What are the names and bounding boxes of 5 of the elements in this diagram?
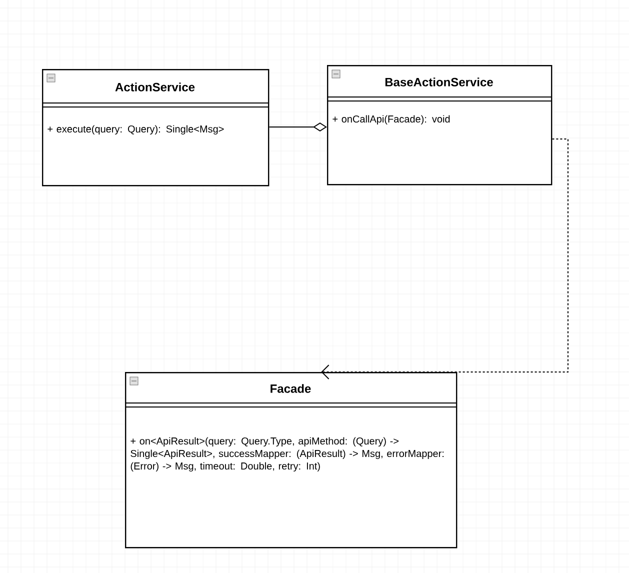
- class-box: Facade + on<ApiResult>(query: Query.Type, apiMethod: (Query) -> Single<ApiResult>, successMapper: (ApiResult) -> Msg, errorMapper: (Error) -> Msg, timeout: Double, retry: Int): [124, 372, 458, 548]
- connector: [321, 138, 568, 380]
- class-box: BaseActionService + onCallApi(Facade): void: [326, 65, 552, 186]
- class-box: ActionService + execute(query: Query): Single<Msg>: [42, 69, 270, 186]
- connector: [268, 122, 327, 132]
